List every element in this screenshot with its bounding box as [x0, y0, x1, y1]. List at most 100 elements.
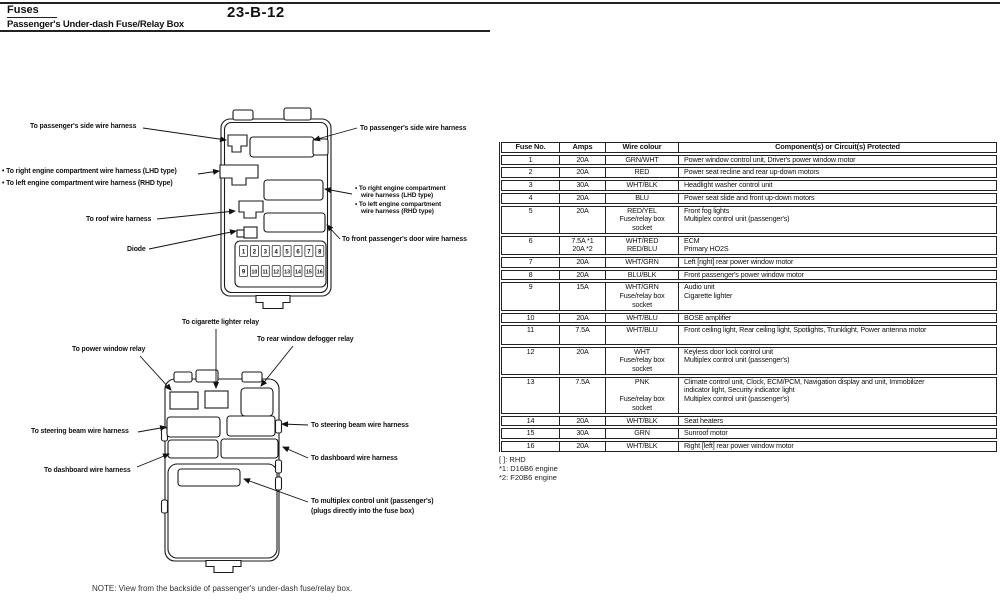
multiplex-unit-area — [167, 463, 278, 559]
amps-cell: 15A — [559, 283, 605, 293]
label-engine-right-lhd: • To right engine compartment wire harne… — [355, 185, 446, 200]
connector-passenger-side — [227, 134, 248, 153]
fuse-cell-number: 8 — [318, 250, 322, 256]
component-cell: Front passenger's power window motor — [678, 270, 996, 280]
amps-cell — [559, 334, 605, 344]
component-cell: Front fog lights — [678, 206, 996, 216]
dashboard-connector-left — [167, 439, 219, 459]
steering-connector-right — [226, 415, 276, 437]
fuse-cell-number: 13 — [284, 270, 290, 276]
label-power-window-relay: To power window relay — [72, 346, 146, 353]
component-cell: Power seat slide and front up-down motor… — [678, 193, 996, 203]
label-cigarette-relay: To cigarette lighter relay — [182, 319, 259, 326]
amps-cell — [559, 300, 605, 310]
component-cell — [678, 403, 996, 413]
component-cell: Seat heaters — [678, 416, 996, 426]
component-cell: Primary HO2S — [678, 245, 996, 255]
wire-colour-cell: BLU/BLK — [605, 270, 678, 280]
label-dashboard-harness-left: To dashboard wire harness — [44, 467, 131, 474]
component-cell: Right [left] rear power window motor — [678, 441, 996, 451]
amps-cell: 20A — [559, 416, 605, 426]
connector-door — [263, 212, 326, 233]
component-cell: BOSE amplifier — [678, 313, 996, 323]
wire-colour-cell: BLU — [605, 193, 678, 203]
page-code: 23-B-12 — [227, 4, 285, 21]
fuse-cell-number: 6 — [296, 250, 300, 256]
component-cell: Sunroof motor — [678, 429, 996, 438]
amps-cell: 30A — [559, 180, 605, 190]
label-roof-harness: To roof wire harness — [86, 216, 152, 223]
amps-cell — [559, 223, 605, 233]
component-cell: Left [right] rear power window motor — [678, 257, 996, 267]
wire-colour-cell: Fuse/relay box — [605, 394, 678, 404]
wire-colour-cell: Fuse/relay box — [605, 215, 678, 224]
upper-fuse-box — [219, 107, 332, 310]
page-title: Fuses — [7, 4, 57, 18]
fuse-row-line — [502, 334, 996, 344]
component-cell — [678, 223, 996, 233]
fuse-no-cell: 2 — [528, 167, 533, 177]
component-cell: Multiplex control unit (passenger's) — [678, 215, 996, 224]
fuse-no-cell: 11 — [526, 325, 535, 335]
fuse-cell — [315, 265, 325, 277]
lower-fuse-box — [160, 369, 283, 574]
fuse-cell-number: 5 — [285, 250, 289, 256]
wire-colour-cell: RED/BLU — [605, 245, 678, 255]
label-engine-right-rhd: • To left engine compartment wire harnes… — [355, 200, 442, 216]
footer-note: NOTE: View from the backside of passenge… — [92, 584, 353, 593]
component-cell: Cigarette lighter — [678, 291, 996, 301]
col-header-wire-colour: Wire colour — [605, 142, 678, 152]
fuse-no-cell: 5 — [528, 205, 533, 215]
wire-colour-cell — [605, 386, 678, 396]
fuse-no-cell: 12 — [526, 346, 535, 356]
fuse-cell-number: 11 — [263, 270, 269, 276]
label-steering-harness-right: To steering beam wire harness — [311, 422, 409, 429]
component-cell: Multiplex control unit (passenger's) — [678, 356, 996, 366]
wire-colour-cell: socket — [605, 364, 678, 374]
fuse-cell — [271, 265, 281, 277]
label-steering-harness-left: To steering beam wire harness — [31, 428, 129, 435]
fuse-no-cell: 3 — [528, 180, 533, 190]
fuse-row-line: socket — [502, 223, 996, 233]
amps-cell — [559, 292, 605, 301]
fuse-cell — [249, 245, 259, 257]
amps-cell: 20A — [559, 155, 605, 165]
wire-colour-cell: WHT — [605, 347, 678, 357]
fuse-no-cell: 6 — [528, 235, 533, 245]
fuse-table-panel: Fuse No. Amps Wire colour Component(s) o… — [499, 142, 997, 483]
amps-cell: 30A — [559, 429, 605, 438]
wire-colour-cell — [605, 334, 678, 344]
wire-colour-cell: WHT/BLK — [605, 180, 678, 190]
wire-colour-cell: WHT/BLU — [605, 313, 678, 323]
fuse-no-cell: 1 — [528, 154, 533, 164]
fuse-no-cell — [502, 245, 559, 254]
fuse-no-cell: 13 — [526, 376, 535, 386]
wire-colour-cell: PNK — [605, 377, 678, 387]
fuse-cell-number: 10 — [252, 270, 258, 276]
fuse-cell-number: 3 — [264, 250, 268, 256]
fuse-no-cell: 8 — [528, 269, 533, 279]
footnote-d16b6: *1: D16B6 engine — [499, 463, 558, 473]
power-window-relay-socket — [169, 391, 199, 410]
